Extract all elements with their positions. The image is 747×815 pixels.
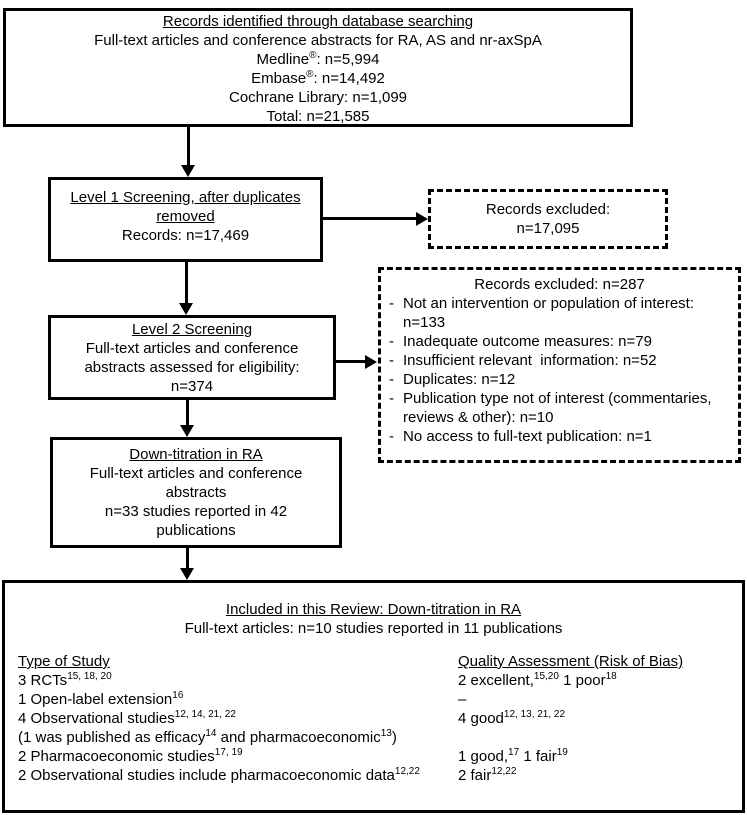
arrow-shaft xyxy=(336,360,366,363)
level2-excluded-box: Records excluded: n=287 - Not an interve… xyxy=(378,267,741,463)
level1-records-count: Records: n=17,469 xyxy=(121,227,250,244)
downtitration-title: Down-titration in RA xyxy=(129,446,263,463)
study-type-row: (1 was published as efficacy14 and pharm… xyxy=(18,728,397,747)
exclusion-reason-item: - Inadequate outcome measures: n=79 xyxy=(389,332,730,351)
exclusion-reason-item: - Publication type not of interest (comm… xyxy=(389,389,730,427)
study-type-row: 4 Observational studies12, 14, 21, 22 xyxy=(18,709,236,728)
identification-cochrane-count: Cochrane Library: n=1,099 xyxy=(228,89,408,106)
arrow-shaft xyxy=(186,400,189,425)
arrow-shaft xyxy=(187,127,190,166)
downtitration-line1: Full-text articles and conference xyxy=(89,465,303,482)
level1-excluded-label: Records excluded: xyxy=(485,201,611,218)
bullet-dash: - xyxy=(389,428,394,445)
arrow-head-icon xyxy=(180,425,194,437)
identification-scope: Full-text articles and conference abstra… xyxy=(94,32,542,49)
quality-assessment-column: Quality Assessment (Risk of Bias) 2 exce… xyxy=(458,652,743,785)
level2-excluded-title: Records excluded: n=287 xyxy=(474,276,645,293)
exclusion-reason-item: - Duplicates: n=12 xyxy=(389,370,730,389)
study-type-row: 2 Observational studies include pharmaco… xyxy=(18,766,420,785)
bullet-dash: - xyxy=(389,295,394,312)
exclusion-reason-item: - Not an intervention or population of i… xyxy=(389,294,730,332)
quality-assessment-row: 1 good,17 1 fair19 xyxy=(458,747,568,766)
identification-medline-count: Medline®: n=5,994 xyxy=(256,50,380,69)
identification-title: Records identified through database sear… xyxy=(162,13,474,30)
arrow-shaft xyxy=(323,217,417,220)
level1-excluded-box: Records excluded: n=17,095 xyxy=(428,189,668,249)
study-type-row: 3 RCTs15, 18, 20 xyxy=(18,671,112,690)
bullet-dash: - xyxy=(389,371,394,388)
bullet-dash: - xyxy=(389,333,394,350)
identification-embase-count: Embase®: n=14,492 xyxy=(251,69,385,88)
downtitration-box: Down-titration in RA Full-text articles … xyxy=(50,437,342,548)
exclusion-reason-text: Inadequate outcome measures: n=79 xyxy=(403,333,652,350)
arrow-head-icon xyxy=(180,568,194,580)
quality-assessment-row: – xyxy=(458,691,467,708)
exclusion-reason-item: - No access to full-text publication: n=… xyxy=(389,427,730,446)
bullet-dash: - xyxy=(389,390,394,407)
exclusion-reason-text: Insufficient relevant information: n=52 xyxy=(403,352,657,369)
study-type-row: 1 Open-label extension16 xyxy=(18,690,184,709)
bullet-dash: - xyxy=(389,352,394,369)
level1-excluded-count: n=17,095 xyxy=(516,220,580,237)
included-box: Included in this Review: Down-titration … xyxy=(2,580,745,813)
quality-assessment-row: 4 good12, 13, 21, 22 xyxy=(458,709,566,728)
quality-assessment-header: Quality Assessment (Risk of Bias) xyxy=(458,653,684,670)
level1-title: Level 1 Screening, after duplicates remo… xyxy=(70,189,301,225)
identification-total-count: Total: n=21,585 xyxy=(266,108,370,125)
level2-screening-box: Level 2 Screening Full-text articles and… xyxy=(48,315,336,400)
arrow-head-icon xyxy=(179,303,193,315)
level2-records-count: n=374 xyxy=(170,378,214,395)
quality-assessment-row xyxy=(458,728,743,747)
arrow-head-icon xyxy=(416,212,428,226)
study-type-header: Type of Study xyxy=(18,653,110,670)
arrow-shaft xyxy=(186,548,189,568)
identification-box: Records identified through database sear… xyxy=(3,8,633,127)
quality-assessment-row: 2 excellent,15,20 1 poor18 xyxy=(458,671,617,690)
exclusion-reason-text: Duplicates: n=12 xyxy=(403,371,516,388)
level2-title: Level 2 Screening xyxy=(131,321,253,338)
study-type-column: Type of Study 3 RCTs15, 18, 20 1 Open-la… xyxy=(18,652,450,785)
downtitration-count-line1: n=33 studies reported in 42 xyxy=(104,503,288,520)
included-title: Included in this Review: Down-titration … xyxy=(225,601,522,618)
downtitration-line2: abstracts xyxy=(165,484,227,501)
study-type-row: 2 Pharmacoeconomic studies17, 19 xyxy=(18,747,243,766)
arrow-shaft xyxy=(185,262,188,303)
exclusion-reason-text: Publication type not of interest (commen… xyxy=(403,390,716,426)
downtitration-count-line2: publications xyxy=(156,522,236,539)
exclusion-reason-list: - Not an intervention or population of i… xyxy=(389,294,730,446)
level2-line1: Full-text articles and conference xyxy=(85,340,299,357)
arrow-head-icon xyxy=(181,165,195,177)
exclusion-reason-text: Not an intervention or population of int… xyxy=(403,295,699,331)
level2-line2: abstracts assessed for eligibility: xyxy=(84,359,300,376)
arrow-head-icon xyxy=(365,355,377,369)
quality-assessment-row: 2 fair12,22 xyxy=(458,766,517,785)
included-subtitle: Full-text articles: n=10 studies reporte… xyxy=(184,620,563,637)
exclusion-reason-item: - Insufficient relevant information: n=5… xyxy=(389,351,730,370)
exclusion-reason-text: No access to full-text publication: n=1 xyxy=(403,428,652,445)
level1-screening-box: Level 1 Screening, after duplicates remo… xyxy=(48,177,323,262)
